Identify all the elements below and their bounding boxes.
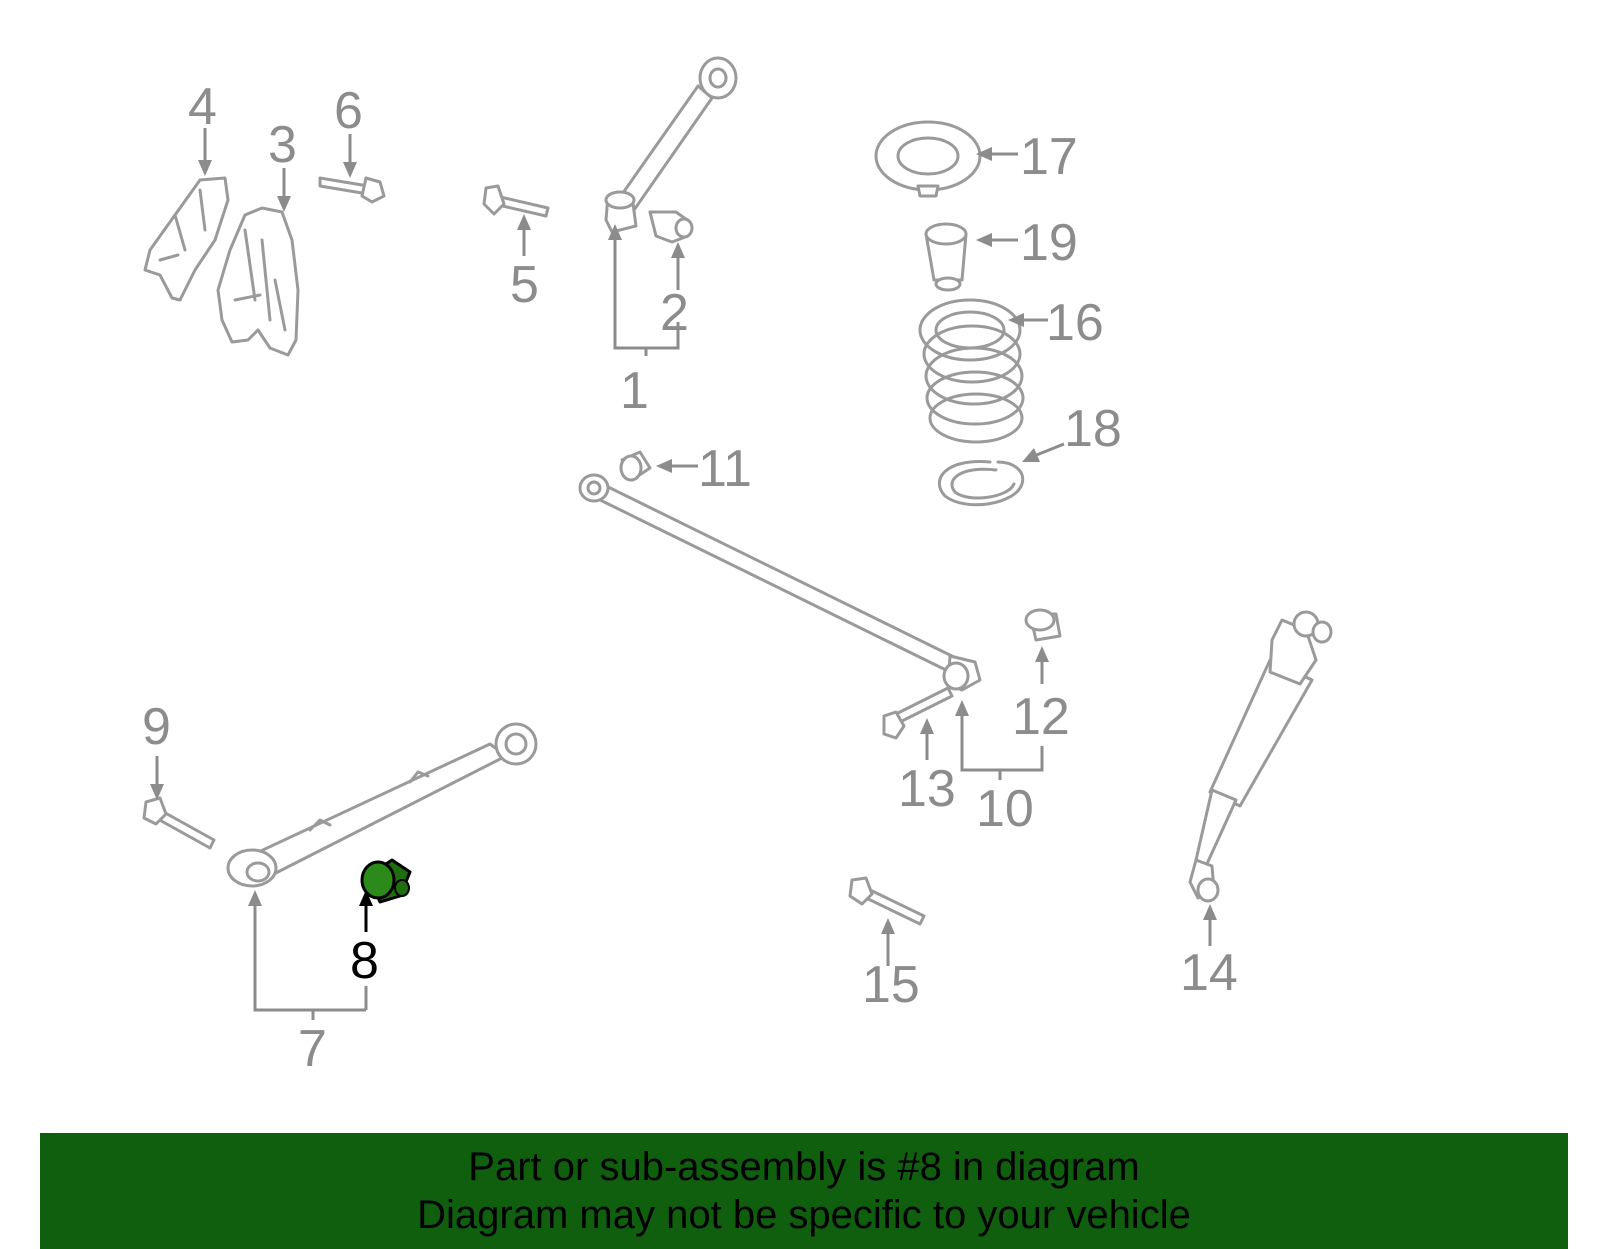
callout-2: 2: [660, 284, 689, 342]
callout-14: 14: [1180, 944, 1238, 1002]
callout-18: 18: [1064, 400, 1122, 458]
callout-10: 10: [976, 780, 1034, 838]
callout-15: 15: [862, 956, 920, 1014]
info-banner: Part or sub-assembly is #8 in diagram Di…: [40, 1133, 1568, 1249]
part-14-shock-absorber[interactable]: [1188, 610, 1333, 903]
part-16-coil-spring[interactable]: [918, 298, 1025, 444]
part-2-bushing[interactable]: [648, 210, 694, 244]
part-4-bracket[interactable]: [143, 176, 230, 302]
part-15-bolt[interactable]: [848, 876, 926, 926]
callout-11: 11: [698, 440, 752, 498]
banner-line-2: Diagram may not be specific to your vehi…: [417, 1193, 1191, 1237]
callout-9: 9: [142, 698, 171, 756]
callout-7: 7: [298, 1020, 327, 1078]
part-1-upper-arm[interactable]: [604, 56, 738, 234]
part-7-trailing-arm[interactable]: [226, 722, 538, 888]
part-19-bump-stop[interactable]: [924, 222, 968, 292]
callout-8: 8: [350, 932, 379, 990]
callout-12: 12: [1012, 688, 1070, 746]
callout-6: 6: [334, 82, 363, 140]
callout-3: 3: [268, 116, 297, 174]
leader-lines: [150, 128, 1217, 1020]
callout-19: 19: [1020, 214, 1078, 272]
callout-17: 17: [1020, 128, 1078, 186]
callout-labels: 1 2 3 4 5 6 7 8 9 10 11 12 13 14 15 16 1…: [142, 78, 1238, 1078]
part-17-spring-seat[interactable]: [874, 120, 982, 198]
part-5-bolt[interactable]: [482, 184, 550, 218]
callout-16: 16: [1046, 294, 1104, 352]
banner-line-1: Part or sub-assembly is #8 in diagram: [468, 1145, 1140, 1189]
part-18-insulator[interactable]: [938, 460, 1025, 507]
callout-13: 13: [898, 760, 956, 818]
part-12-bushing[interactable]: [1024, 608, 1062, 642]
callout-4: 4: [188, 78, 217, 136]
callout-1: 1: [620, 362, 649, 420]
callout-5: 5: [510, 256, 539, 314]
part-11-bushing[interactable]: [619, 450, 652, 482]
part-3-knuckle[interactable]: [216, 206, 300, 357]
part-6-bolt[interactable]: [318, 176, 386, 204]
part-13-bolt[interactable]: [882, 686, 954, 740]
part-9-bolt[interactable]: [142, 796, 216, 850]
part-10-lateral-rod[interactable]: [578, 473, 982, 692]
part-8-bushing[interactable]: [360, 858, 412, 904]
